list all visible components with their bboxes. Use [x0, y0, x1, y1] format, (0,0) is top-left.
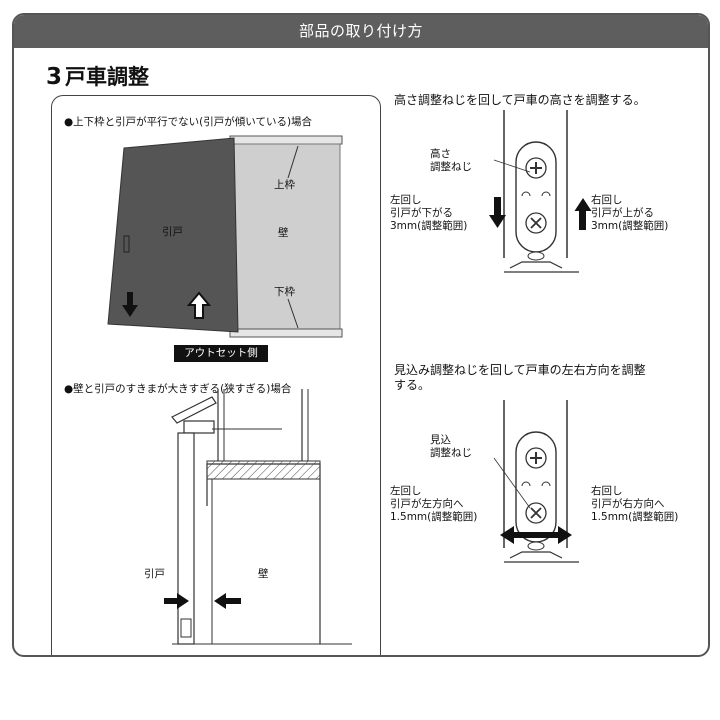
depth-screw-label-2: 調整ねじ — [430, 447, 472, 459]
depth-screw-slot — [530, 507, 542, 519]
rail-block — [183, 420, 215, 434]
lower-frame-pointer — [287, 298, 299, 329]
roller-wheel-2 — [527, 541, 545, 551]
depth-instruction-2: する。 — [394, 378, 431, 392]
height-right-note-2: 引戸が上がる — [591, 207, 654, 219]
section-number: 3 — [46, 64, 63, 90]
left-arrow-icon — [214, 593, 241, 609]
height-right-note-1: 右回し — [591, 194, 623, 206]
case1-door-label: 引戸 — [162, 226, 183, 238]
case2-wall-label: 壁 — [258, 568, 269, 580]
height-adjust-illustration — [489, 110, 592, 273]
rail-bracket — [171, 396, 217, 424]
case1-wall-label: 壁 — [278, 227, 289, 239]
depth-screw-label-1: 見込 — [430, 434, 451, 446]
height-screw-leader — [493, 159, 531, 173]
height-left-note-2: 引戸が下がる — [390, 207, 453, 219]
door-roller — [180, 618, 192, 638]
door-section — [177, 432, 195, 645]
rotation-mark-right — [541, 191, 551, 197]
door-handle — [123, 235, 130, 253]
upper-screw-slot-2 — [530, 452, 542, 464]
depth-left-note-1: 左回し — [390, 485, 422, 497]
rotation-mark-left-2 — [521, 481, 531, 487]
big-up-arrow-icon — [574, 198, 592, 230]
tilted-door-illustration — [107, 135, 343, 338]
depth-right-note-1: 右回し — [591, 485, 623, 497]
rotation-mark-right-2 — [541, 481, 551, 487]
floor-rail — [504, 261, 579, 273]
floor-rail-2 — [504, 551, 579, 563]
height-instruction: 高さ調整ねじを回して戸車の高さを調整する。 — [394, 93, 646, 107]
height-left-note-1: 左回し — [390, 194, 422, 206]
big-down-arrow-icon — [489, 197, 506, 228]
case2-caption: ●壁と引戸のすきまが大きすぎる(狭すぎる)場合 — [64, 383, 292, 395]
height-screw-label-2: 調整ねじ — [430, 161, 472, 173]
lower-screw-slot — [530, 217, 542, 229]
wall-panel — [231, 143, 341, 330]
rotation-mark-left — [521, 191, 531, 197]
depth-right-note-2: 引戸が右方向へ — [591, 498, 665, 510]
cross-section-illustration — [164, 389, 352, 645]
outset-side-badge: アウトセット側 — [174, 345, 268, 362]
roller-wheel — [527, 251, 545, 261]
depth-left-note-2: 引戸が左方向へ — [390, 498, 464, 510]
lintel-hatch — [206, 460, 321, 480]
depth-instruction-1: 見込み調整ねじを回して戸車の左右方向を調整 — [394, 363, 646, 377]
left-panel: ●上下枠と引戸が平行でない(引戸が傾いている)場合 — [51, 95, 381, 655]
height-screw-label-1: 高さ — [430, 148, 451, 160]
height-screw-slot — [530, 162, 542, 174]
tilted-door — [107, 137, 239, 333]
double-arrow-icon — [500, 526, 572, 544]
header-banner: 部品の取り付け方 — [14, 15, 708, 48]
case2-door-label: 引戸 — [144, 568, 165, 580]
upper-frame-bar — [229, 135, 343, 145]
height-right-note-3: 3mm(調整範囲) — [591, 220, 669, 232]
section-heading: 戸車調整 — [65, 65, 150, 89]
case1-lower-frame-label: 下枠 — [274, 286, 295, 298]
right-arrow-icon — [164, 593, 189, 609]
wall-outline — [206, 463, 321, 644]
down-arrow-icon — [122, 292, 138, 317]
depth-adjust-illustration — [493, 400, 579, 563]
lower-frame-bar — [229, 328, 343, 338]
depth-left-note-3: 1.5mm(調整範囲) — [390, 511, 478, 523]
up-arrow-icon — [186, 291, 212, 319]
height-left-note-3: 3mm(調整範囲) — [390, 220, 468, 232]
depth-screw-leader — [493, 457, 531, 509]
case1-caption: ●上下枠と引戸が平行でない(引戸が傾いている)場合 — [64, 116, 313, 128]
depth-right-note-3: 1.5mm(調整範囲) — [591, 511, 679, 523]
upper-frame-pointer — [287, 145, 299, 179]
case1-upper-frame-label: 上枠 — [274, 179, 295, 191]
